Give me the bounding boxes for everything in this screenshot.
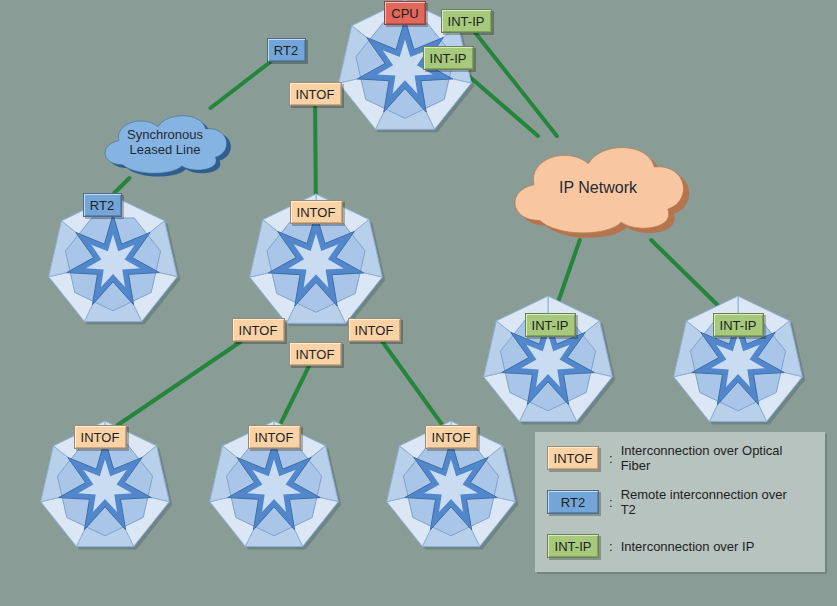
cloud-label: Synchronous Leased Line [117, 128, 213, 158]
cloud-outline [515, 148, 684, 233]
interface-label: RT2 [90, 198, 114, 213]
interface-label: INTOF [296, 87, 335, 102]
switch-star [59, 440, 152, 530]
switch-icon [484, 296, 616, 425]
intof-tag: INTOF [232, 318, 285, 342]
legend-tag-label: INT-IP [555, 539, 592, 554]
leased-line-cloud: Synchronous Leased Line [95, 108, 235, 178]
switch-star [692, 315, 785, 405]
intof-tag: INTOF [74, 425, 127, 449]
switch-star [502, 315, 595, 405]
switch-star-core [247, 459, 301, 512]
cloud-label: IP Network [523, 179, 673, 197]
link-line [313, 106, 318, 200]
legend-swatch: INT-IP [547, 534, 599, 558]
switch-star-core [424, 459, 478, 512]
link-line [114, 178, 129, 193]
link-line [475, 33, 556, 136]
legend-row: INT-IP: Interconnection over IP [547, 526, 801, 566]
switch-icon [41, 421, 173, 550]
legend-separator: : [609, 451, 613, 466]
switch-star-core [711, 334, 765, 387]
switch-star [228, 440, 321, 530]
legend-separator: : [609, 495, 613, 510]
legend-tag-label: INTOF [554, 451, 593, 466]
switch-icon [387, 421, 519, 550]
interface-label: INTOF [297, 205, 336, 220]
switch-star [268, 213, 363, 306]
link-line [651, 240, 726, 313]
intof-tag: INTOF [290, 200, 343, 224]
interface-label: INTOF [255, 430, 294, 445]
interface-label: INT-IP [532, 318, 569, 333]
switch-star-core [86, 234, 140, 287]
interface-label: INTOF [432, 430, 471, 445]
link-line [280, 366, 309, 425]
switch-icon [250, 194, 386, 326]
intof-tag: INTOF [425, 425, 478, 449]
legend-swatch: INTOF [547, 446, 599, 470]
int-ip-tag: INT-IP [441, 9, 492, 33]
switch-star-core [288, 233, 344, 287]
intof-tag: INTOF [248, 425, 301, 449]
switch-icon [674, 296, 806, 425]
interface-label: INTOF [81, 430, 120, 445]
interface-label: INTOF [355, 323, 394, 338]
rt2-tag: RT2 [83, 193, 122, 217]
link-line [211, 62, 271, 108]
int-ip-tag: INT-IP [525, 313, 576, 337]
switch-inner [500, 318, 595, 411]
link-line [462, 70, 538, 136]
legend-separator: : [609, 539, 613, 554]
legend-tag-label: RT2 [561, 495, 585, 510]
int-ip-tag: INT-IP [423, 46, 474, 70]
intof-tag: INTOF [289, 342, 342, 366]
switch-inner [690, 318, 785, 411]
link-line [118, 342, 241, 425]
switch-star-core [521, 334, 575, 387]
legend-text: Interconnection over Optical Fiber [621, 443, 801, 473]
link-line [383, 342, 443, 425]
cpu-tag: CPU [384, 1, 426, 25]
interface-label: CPU [391, 6, 418, 21]
legend-text: Remote interconnection over T2 [621, 487, 801, 517]
switch-star [67, 215, 160, 305]
legend-text: Interconnection over IP [621, 539, 801, 554]
intof-tag: INTOF [289, 82, 342, 106]
switch-star [405, 440, 498, 530]
legend-swatch: RT2 [547, 490, 599, 514]
interface-label: INTOF [239, 323, 278, 338]
cloud-outline [105, 116, 227, 173]
interface-label: INT-IP [430, 51, 467, 66]
interface-label: INT-IP [720, 318, 757, 333]
rt2-tag: RT2 [267, 38, 306, 62]
interface-label: INTOF [296, 347, 335, 362]
switch-star-core [78, 459, 132, 512]
interface-label: RT2 [274, 43, 298, 58]
int-ip-tag: INT-IP [713, 313, 764, 337]
legend-row: INTOF: Interconnection over Optical Fiber [547, 438, 801, 478]
switch-icon [210, 421, 342, 550]
interface-label: INT-IP [448, 14, 485, 29]
legend-row: RT2: Remote interconnection over T2 [547, 482, 801, 522]
legend-panel: INTOF: Interconnection over Optical Fiber… [535, 432, 825, 572]
ip-network-cloud: IP Network [501, 136, 695, 240]
intof-tag: INTOF [348, 318, 401, 342]
